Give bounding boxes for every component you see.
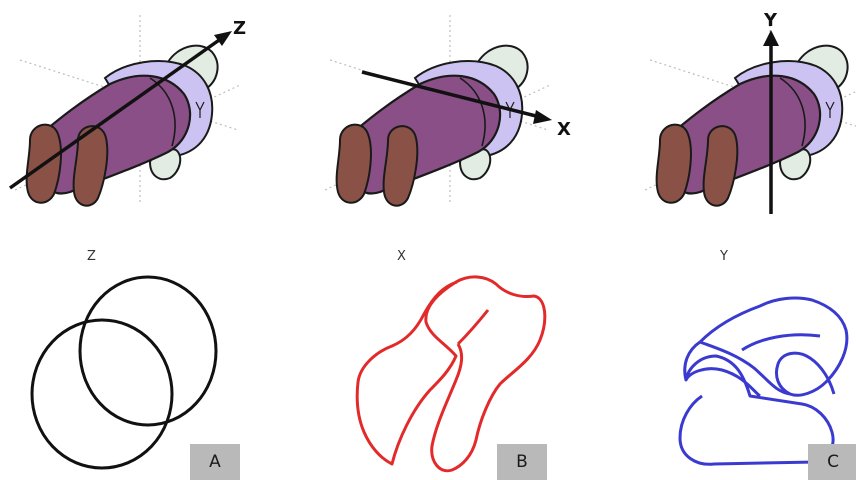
curve-a — [30, 275, 218, 470]
tag-a: A — [190, 444, 240, 480]
z-axis-label: Z — [233, 18, 246, 39]
y-axis-arrow: Y — [763, 10, 779, 214]
caption-z: Z — [87, 249, 96, 264]
person-illustration-y — [643, 13, 856, 207]
curve-c-mid — [699, 333, 821, 396]
curve-c-left-tail — [683, 340, 701, 381]
person-illustration-z — [13, 13, 242, 207]
curve-b — [355, 275, 547, 473]
tag-b: B — [497, 444, 547, 480]
z-axis-arrow: Z — [8, 18, 246, 190]
tag-c: C — [808, 444, 856, 480]
curve-b-inner — [456, 309, 490, 346]
curve-b-path — [355, 275, 547, 473]
curve-c-top — [698, 296, 849, 397]
curve-a-loop-1 — [78, 275, 218, 427]
curve-c-path — [678, 354, 835, 466]
curve-a-loop-2 — [30, 318, 174, 470]
x-axis-arrow: X — [361, 70, 571, 140]
caption-x: X — [397, 249, 406, 264]
y-axis-label: Y — [763, 10, 778, 31]
x-axis-label: X — [557, 119, 571, 140]
caption-y: Y — [720, 249, 728, 264]
curve-c — [678, 296, 849, 466]
